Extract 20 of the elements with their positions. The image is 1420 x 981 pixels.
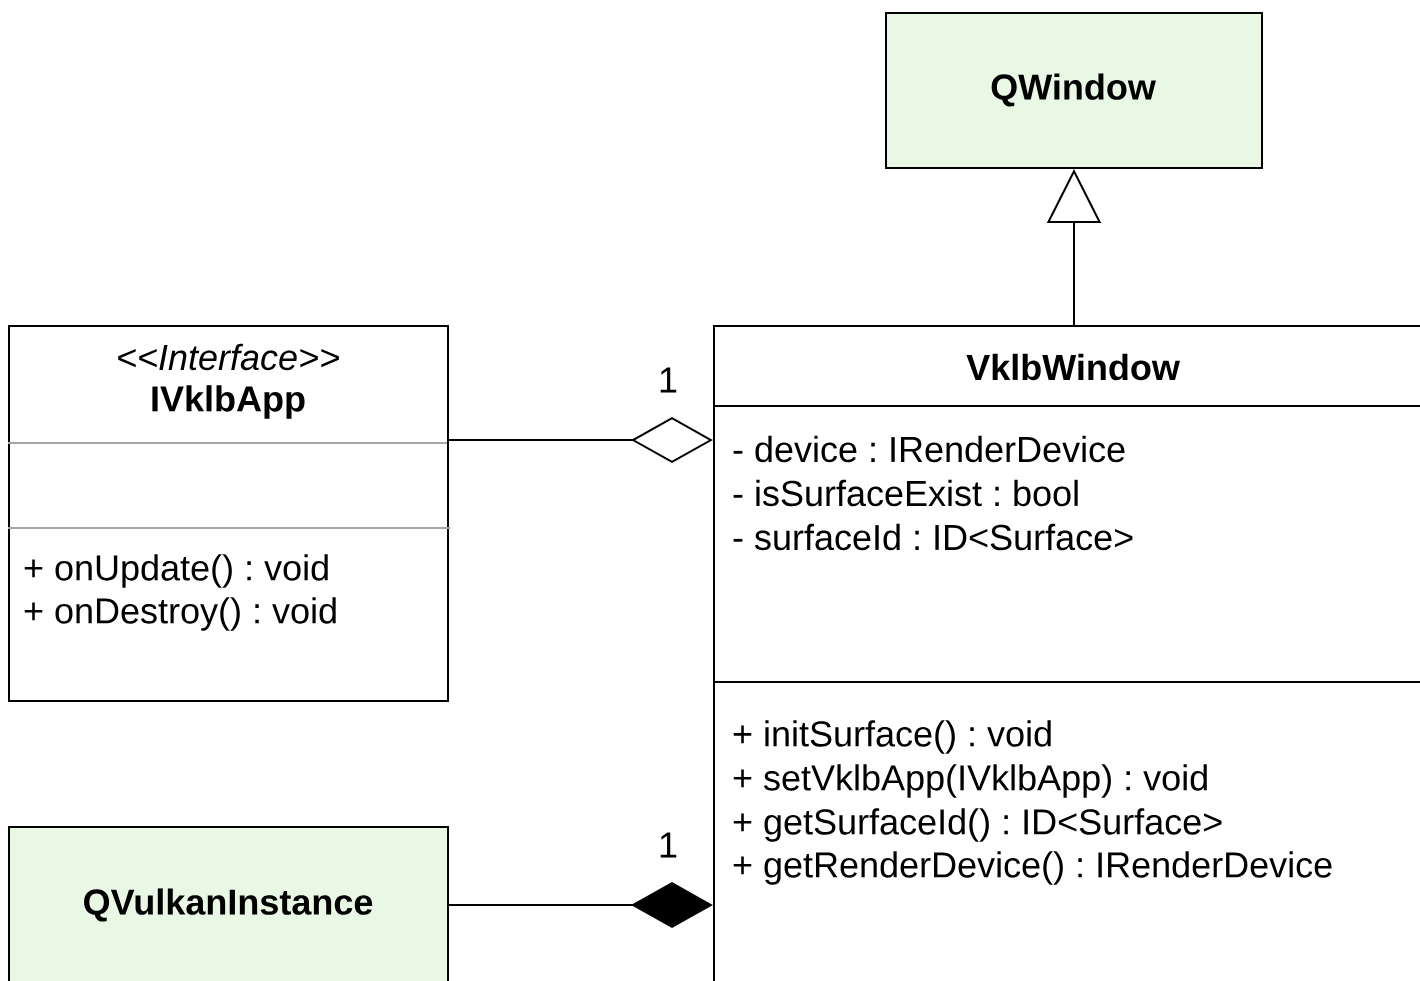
class-name: QVulkanInstance <box>84 888 373 922</box>
class-name: IVklbApp <box>152 385 305 419</box>
method-text: + onDestroy() : void <box>24 597 336 631</box>
method-text: + onUpdate() : void <box>24 554 328 588</box>
multiplicity-label: 1 <box>660 832 677 858</box>
attribute-text: - isSurfaceExist : bool <box>733 479 1078 507</box>
multiplicity-label: 1 <box>660 367 677 393</box>
class-name: VklbWindow <box>966 353 1180 381</box>
method-text: + setVklbApp(IVklbApp) : void <box>733 764 1207 798</box>
attribute-text: - surfaceId : ID<Surface> <box>733 523 1133 551</box>
stereotype: <<Interface>> <box>118 343 339 371</box>
interface-box <box>7 325 451 702</box>
method-text: + initSurface() : void <box>733 720 1051 754</box>
class-box <box>712 325 1420 981</box>
class-name: QWindow <box>991 73 1156 107</box>
class-box <box>885 12 1263 169</box>
method-text: + getSurfaceId() : ID<Surface> <box>733 808 1222 842</box>
attribute-text: - device : IRenderDevice <box>733 435 1125 463</box>
class-box <box>8 826 449 981</box>
method-text: + getRenderDevice() : IRenderDevice <box>733 851 1332 885</box>
